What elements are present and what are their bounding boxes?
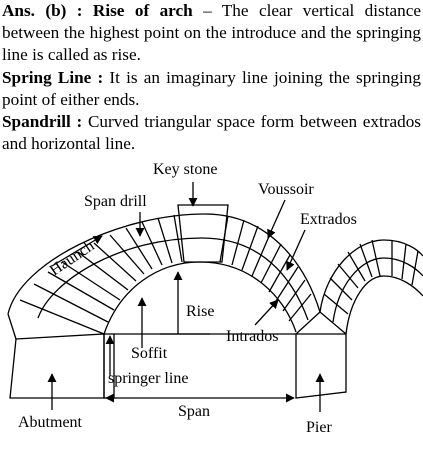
springer-line-label: springer line (108, 370, 188, 387)
abutment-label: Abutment (18, 414, 83, 431)
soffit-label: Soffit (131, 345, 168, 362)
pier-top (295, 311, 321, 335)
pier-top-right (319, 311, 347, 335)
second-arch-joints (323, 239, 419, 315)
rise-definition: Ans. (b) : Rise of arch – The clear vert… (2, 0, 421, 67)
extrados-label: Extrados (300, 211, 357, 228)
pier-block (295, 333, 347, 399)
span-label: Span (178, 403, 210, 420)
rise-term: Ans. (b) : Rise of arch (2, 1, 193, 20)
key-stone-label: Key stone (153, 161, 217, 178)
voussoir-label: Voussoir (258, 181, 314, 198)
intrados-leader (254, 299, 279, 326)
spandrill-term: Spandrill : (2, 112, 83, 132)
spring-line-term: Spring Line : (2, 67, 104, 87)
voussoir-leader (267, 199, 286, 239)
main-arch-extrados (7, 213, 321, 315)
arch-drawing (7, 182, 423, 412)
intrados-label: Intrados (226, 328, 278, 345)
rise-text: – The clear vertical distance between th… (2, 1, 421, 65)
rise-label: Rise (186, 303, 214, 320)
answer-text: Ans. (b) : Rise of arch – The clear vert… (2, 0, 421, 155)
spandrill-definition: Spandrill : Curved triangular space form… (2, 111, 421, 155)
springer-block (103, 333, 115, 399)
abutment-block (9, 333, 105, 399)
haunch-leader (51, 235, 103, 267)
spring-line-text: It is an imaginary line joining the spri… (2, 67, 421, 109)
spring-line-definition: Spring Line : It is an imaginary line jo… (2, 67, 421, 111)
key-stone-block (177, 204, 229, 263)
pier-label: Pier (306, 419, 332, 436)
second-arch-extrados (319, 239, 423, 313)
abutment-to-springer (7, 313, 17, 340)
second-arch-intrados (345, 275, 423, 335)
spandrill-text: Curved triangular space form between ext… (2, 112, 421, 154)
second-arch-inner-ring (332, 257, 423, 323)
extrados-leader (286, 229, 306, 271)
span-drill-label: Span drill (84, 193, 147, 210)
main-arch-inner-ring (37, 237, 309, 321)
main-arch-intrados (103, 261, 297, 335)
